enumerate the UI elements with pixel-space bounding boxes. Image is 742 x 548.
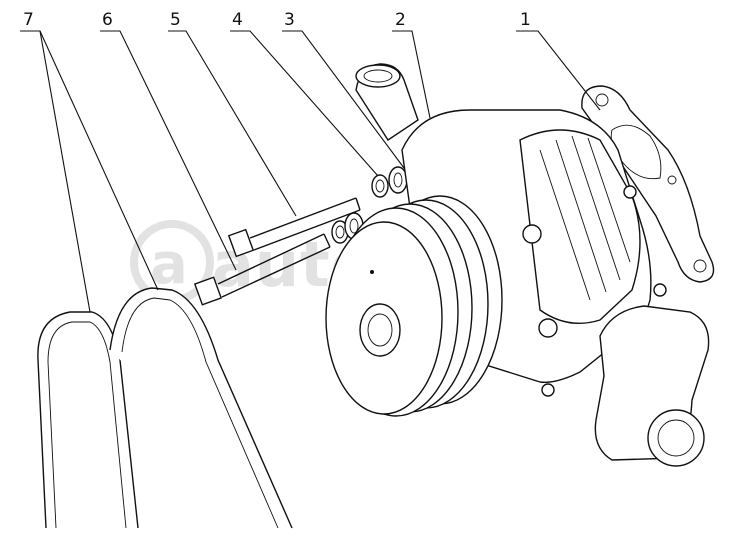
- belt-inner-inner-edge: [121, 297, 279, 529]
- callout-7: 7: [23, 10, 34, 30]
- leader-2: [392, 30, 431, 119]
- pulley-center-mark: [370, 270, 374, 274]
- belt-outer-inner-edge: [47, 321, 127, 529]
- callout-1: 1: [520, 10, 531, 30]
- leader-6: [100, 30, 237, 271]
- callout-5: 5: [170, 10, 181, 30]
- leader-7a: [20, 30, 91, 313]
- bolt-lower: [193, 233, 331, 306]
- callout-numbers: 1 2 3 4 5 6 7: [23, 10, 531, 30]
- leader-1: [516, 30, 601, 111]
- leader-4: [230, 30, 379, 177]
- bolt-upper: [227, 197, 361, 258]
- leader-5: [168, 30, 297, 217]
- belt-inner: [109, 287, 293, 529]
- drive-belts: [37, 287, 293, 529]
- callout-6: 6: [102, 10, 113, 30]
- bolts: [193, 197, 361, 306]
- leader-3: [282, 30, 405, 169]
- callout-4: 4: [232, 10, 243, 30]
- leader-7b: [39, 30, 159, 291]
- leader-lines: [20, 30, 601, 313]
- watermark-logo-letter: a: [150, 232, 189, 297]
- callout-3: 3: [284, 10, 295, 30]
- gasket: [581, 85, 715, 283]
- pulley: [325, 195, 503, 417]
- washer-upper-a: [371, 174, 389, 198]
- callout-2: 2: [395, 10, 406, 30]
